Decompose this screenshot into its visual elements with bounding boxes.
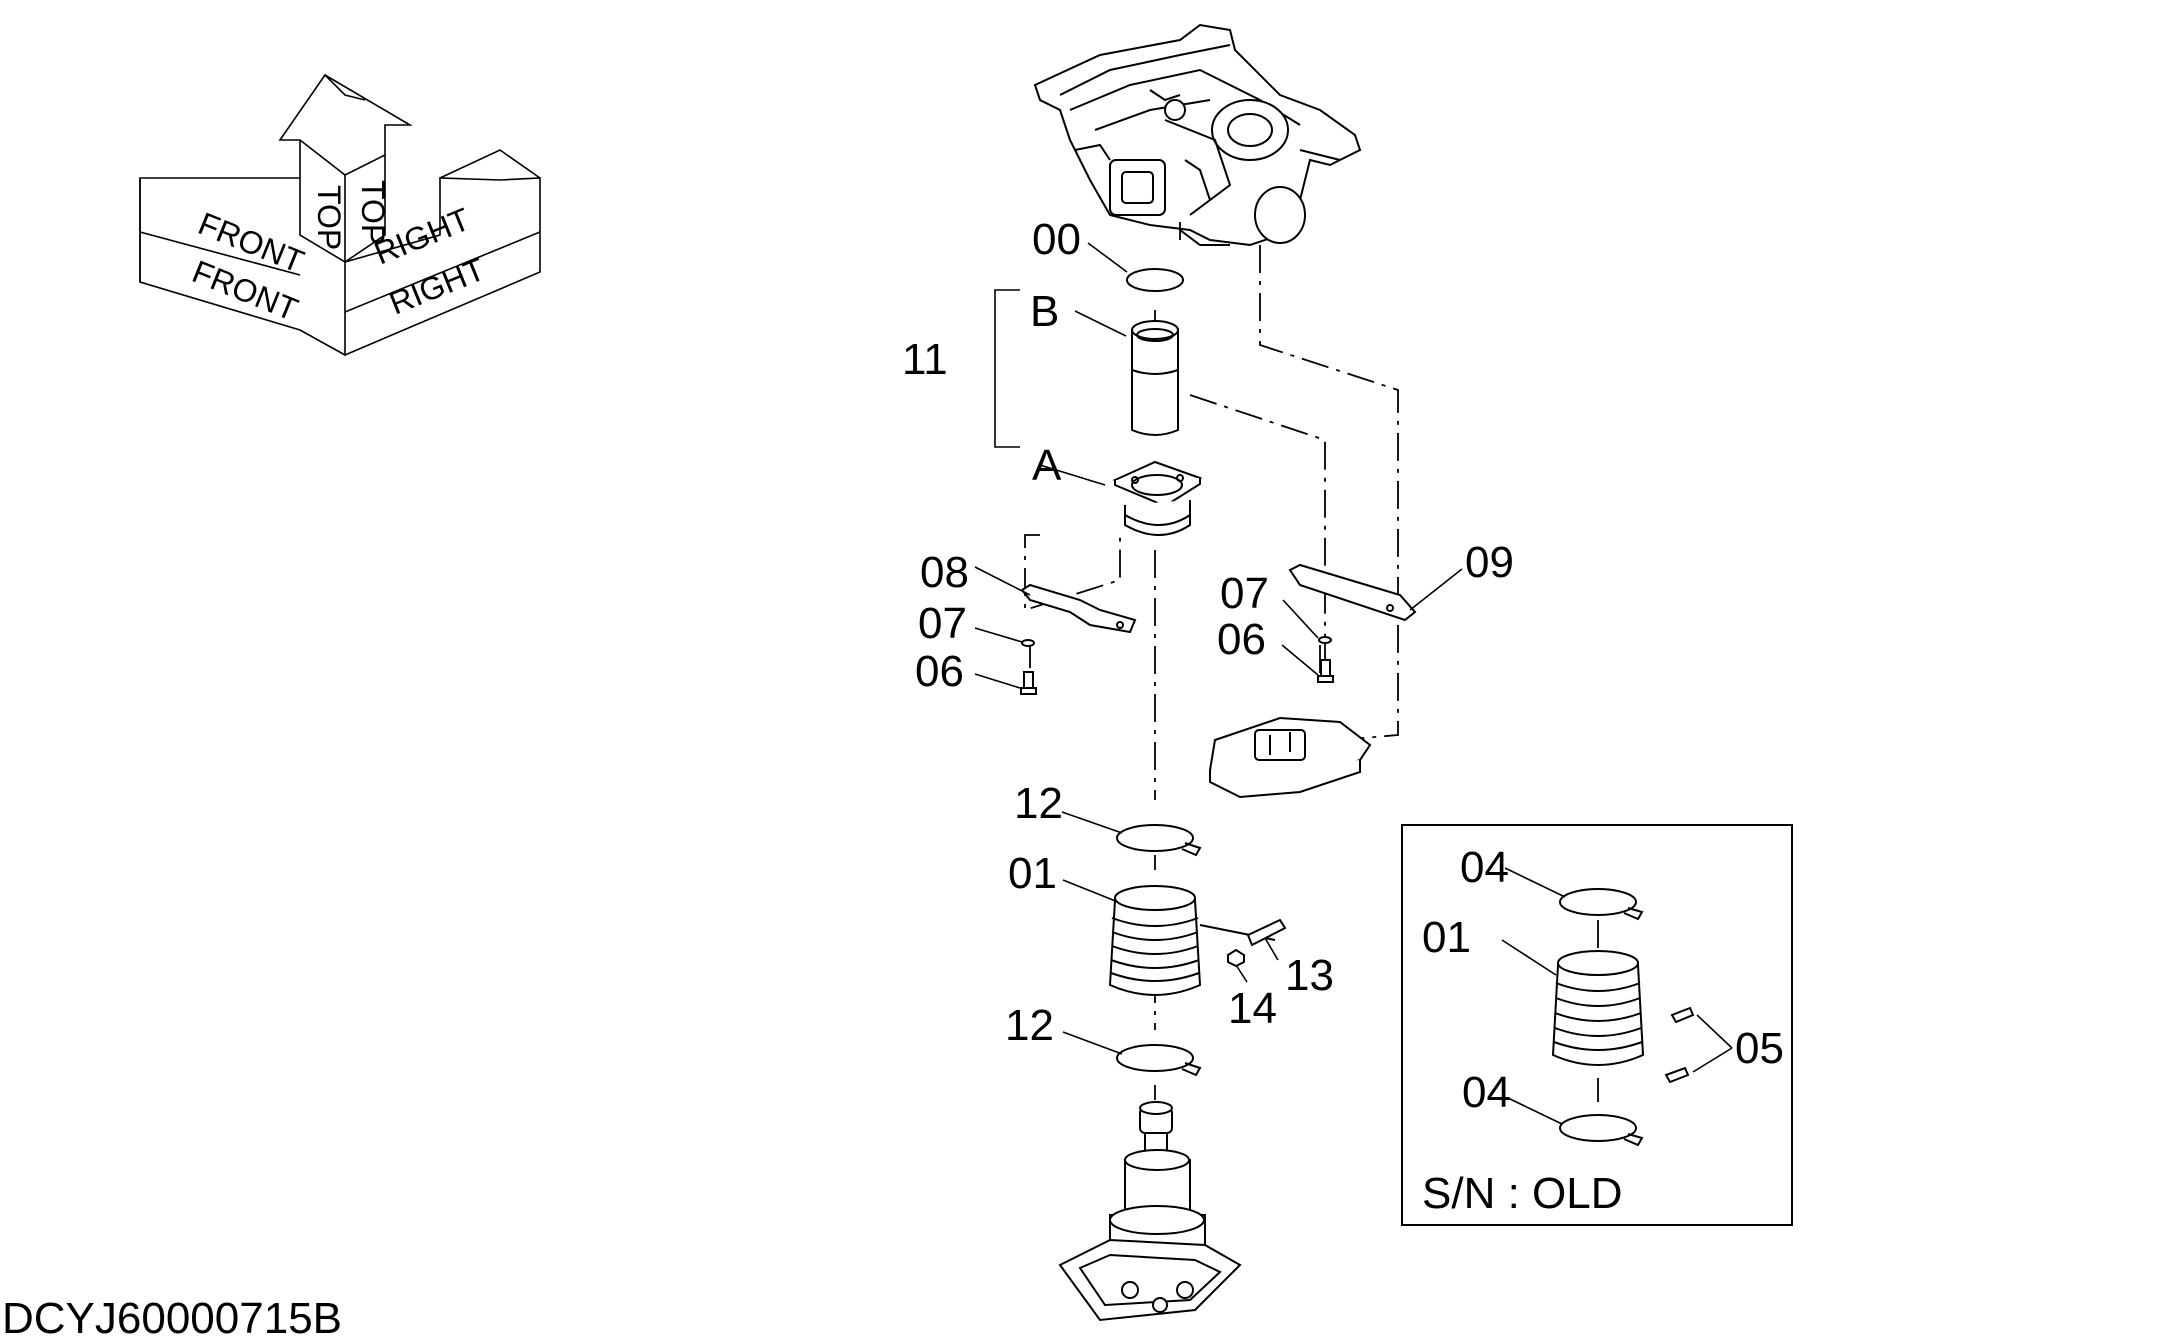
top-arrow-label: TOP bbox=[311, 185, 347, 250]
callout-12-bottom: 12 bbox=[1005, 1001, 1054, 1050]
callout-00: 00 bbox=[1032, 215, 1081, 264]
callout-06-right: 06 bbox=[1217, 615, 1266, 664]
bracket-part-08 bbox=[1020, 583, 1137, 634]
o-ring-part-00 bbox=[1126, 268, 1184, 292]
flange-part-11-a bbox=[1112, 460, 1203, 536]
clip-part-05-upper bbox=[1670, 1006, 1695, 1024]
bracket-part-09 bbox=[1288, 563, 1417, 622]
cylinder-part-11-b bbox=[1131, 320, 1179, 436]
inset-callout-05: 05 bbox=[1735, 1024, 1784, 1073]
washer-part-07-left bbox=[1021, 639, 1035, 647]
nut-part-14 bbox=[1227, 948, 1245, 968]
assembly-axis-lines bbox=[1024, 222, 1399, 1100]
callout-01: 01 bbox=[1008, 849, 1057, 898]
callout-07-right: 07 bbox=[1220, 569, 1269, 618]
bellows-part-01-old bbox=[1551, 950, 1645, 1066]
engine-frame-assembly bbox=[1033, 23, 1362, 247]
inset-caption: S/N : OLD bbox=[1422, 1169, 1623, 1218]
inset-callout-01: 01 bbox=[1422, 913, 1471, 962]
drawing-code: DCYJ60000715B bbox=[2, 1294, 342, 1343]
bolt-part-06-left bbox=[1020, 671, 1037, 695]
clamp-part-12-top bbox=[1116, 824, 1202, 857]
bolt-part-06-right bbox=[1317, 659, 1334, 683]
callout-12-top: 12 bbox=[1014, 779, 1063, 828]
inset-old-serial-panel: 04 01 05 04 S/N : OLD bbox=[1401, 824, 1793, 1226]
callout-a: A bbox=[1032, 441, 1062, 490]
inset-callout-04-bottom: 04 bbox=[1462, 1068, 1511, 1117]
top-arrow-label-side: TOP bbox=[355, 180, 391, 245]
callout-06-left: 06 bbox=[915, 647, 964, 696]
callout-07-left: 07 bbox=[918, 599, 967, 648]
bellows-part-01 bbox=[1108, 885, 1202, 996]
bolt-part-13 bbox=[1199, 918, 1287, 947]
callout-14: 14 bbox=[1228, 984, 1277, 1033]
callout-09: 09 bbox=[1465, 538, 1514, 587]
guard-plate bbox=[1208, 716, 1372, 799]
clamp-part-12-bottom bbox=[1116, 1044, 1202, 1077]
washer-part-07-right bbox=[1318, 636, 1332, 644]
clip-part-05-lower bbox=[1664, 1066, 1690, 1084]
inset-callout-04-top: 04 bbox=[1460, 843, 1509, 892]
orientation-arrows-icon: FRONT FRONT TOP TOP RIGHT RIGHT bbox=[139, 73, 541, 357]
callout-11: 11 bbox=[902, 335, 948, 384]
clamp-part-04-top bbox=[1559, 888, 1637, 916]
leader-lines bbox=[974, 242, 1463, 1055]
callout-b: B bbox=[1030, 287, 1059, 336]
callout-08: 08 bbox=[920, 548, 969, 597]
clamp-part-04-bottom bbox=[1559, 1114, 1637, 1142]
callout-13: 13 bbox=[1285, 951, 1334, 1000]
lower-leg-foot-assembly bbox=[1058, 1101, 1242, 1322]
